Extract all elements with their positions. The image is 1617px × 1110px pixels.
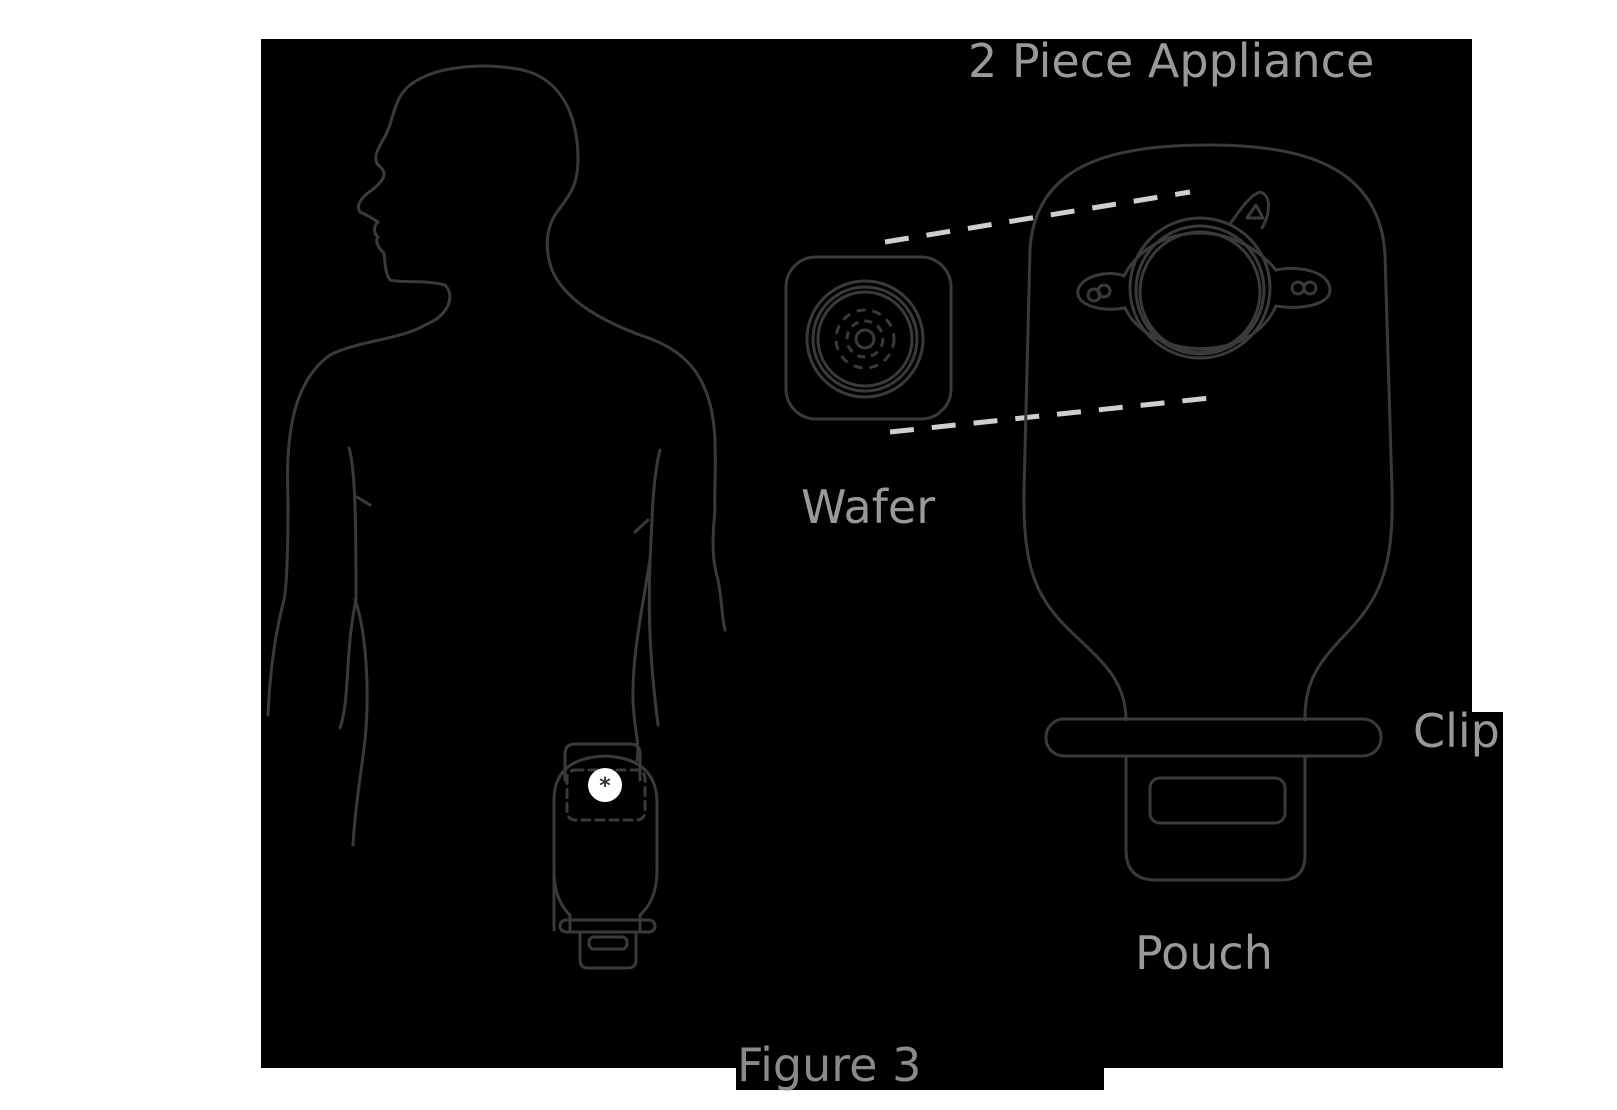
caption-background <box>736 1068 1104 1090</box>
wafer-label: Wafer <box>801 480 936 534</box>
figure-background <box>261 39 1472 1068</box>
connector-dashes <box>884 189 1211 435</box>
figure-title: 2 Piece Appliance <box>968 34 1375 88</box>
figure-caption: Figure 3 <box>737 1038 922 1092</box>
figure-background-right-extension <box>1472 712 1503 1068</box>
wafer-flange-icon <box>784 255 953 421</box>
svg-text:*: * <box>599 774 611 799</box>
clip-label: Clip <box>1413 704 1500 758</box>
drainable-pouch-icon <box>1022 143 1394 882</box>
body-pouch-icon <box>552 742 659 970</box>
human-silhouette-icon <box>266 64 727 847</box>
pouch-label: Pouch <box>1135 926 1273 980</box>
stoma-icon: * <box>588 768 622 802</box>
